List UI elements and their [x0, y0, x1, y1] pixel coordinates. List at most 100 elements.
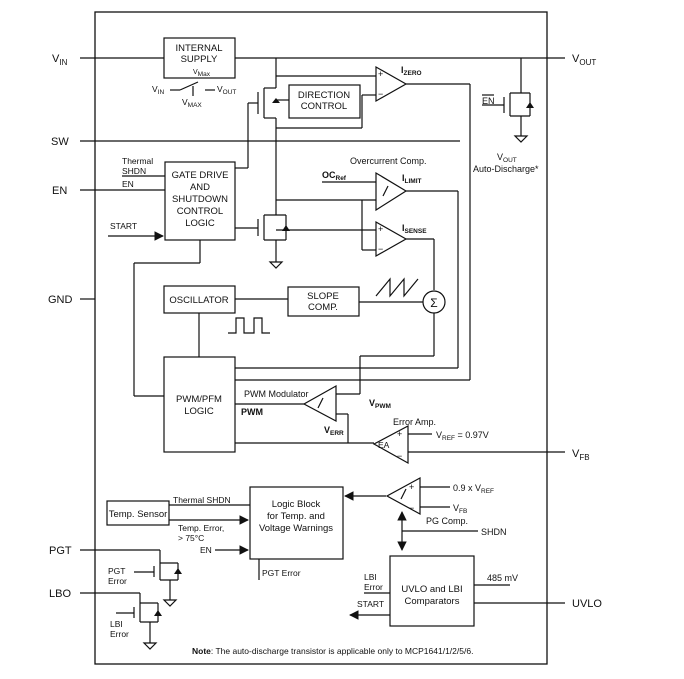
svg-text:PWM/PFM: PWM/PFM — [176, 394, 222, 405]
svg-text:EN: EN — [200, 545, 212, 555]
svg-text:OCRef: OCRef — [322, 170, 347, 182]
svg-text:485 mV: 485 mV — [487, 573, 518, 583]
svg-text:PWM: PWM — [241, 407, 263, 417]
svg-text:VFB: VFB — [453, 503, 467, 515]
svg-text:+: + — [378, 69, 383, 79]
svg-text:SUPPLY: SUPPLY — [181, 54, 218, 65]
svg-text:INTERNAL: INTERNAL — [176, 43, 223, 54]
svg-text:LOGIC: LOGIC — [184, 406, 214, 417]
pin-lbo: LBO — [49, 588, 140, 600]
pwm-logic-block: PWM/PFM LOGIC — [133, 240, 470, 453]
svg-text:GND: GND — [48, 294, 73, 306]
svg-text:> 75°C: > 75°C — [178, 533, 204, 543]
izero-comparator: + − IZERO — [276, 65, 471, 380]
svg-text:VFB: VFB — [572, 448, 590, 462]
svg-text:VERR: VERR — [324, 425, 344, 437]
svg-text:EN: EN — [52, 185, 67, 197]
svg-text:Error Amp.: Error Amp. — [393, 417, 436, 427]
svg-text:UVLO and LBI: UVLO and LBI — [401, 584, 462, 595]
svg-text:VOUT: VOUT — [497, 152, 517, 164]
svg-text:Comparators: Comparators — [405, 596, 460, 607]
svg-text:Temp. Sensor: Temp. Sensor — [109, 509, 168, 520]
svg-text:START: START — [110, 221, 137, 231]
svg-text:VOUT: VOUT — [217, 84, 236, 96]
lbo-transistor: LBI Error — [110, 593, 162, 650]
svg-text:Temp. Error,: Temp. Error, — [178, 523, 224, 533]
svg-text:VMax: VMax — [193, 69, 211, 78]
svg-text:LBI: LBI — [364, 572, 377, 582]
svg-text:CONTROL: CONTROL — [301, 101, 347, 112]
gate-drive-inputs: Thermal SHDN EN START — [108, 156, 165, 241]
logic-block: Logic Block for Temp. and Voltage Warnin… — [200, 486, 386, 580]
svg-text:+: + — [409, 482, 414, 492]
svg-text:LBO: LBO — [49, 588, 71, 600]
direction-control-block: DIRECTION CONTROL — [288, 84, 361, 119]
svg-text:SHUTDOWN: SHUTDOWN — [172, 194, 228, 205]
svg-text:Logic Block: Logic Block — [272, 499, 321, 510]
svg-text:−: − — [378, 89, 383, 99]
svg-text:VIN: VIN — [52, 53, 68, 67]
slope-comp-block: SLOPE COMP. — [235, 277, 423, 317]
auto-discharge-transistor: EN VOUT Auto-Discharge* — [473, 58, 539, 174]
pin-uvlo: UVLO — [474, 598, 602, 610]
vmax-selector-switch: VIN VOUT VMAX — [152, 81, 236, 109]
svg-text:Auto-Discharge*: Auto-Discharge* — [473, 164, 539, 174]
svg-text:PWM Modulator: PWM Modulator — [244, 389, 309, 399]
svg-text:PGT Error: PGT Error — [262, 568, 301, 578]
pin-pgt: PGT — [49, 545, 160, 557]
summing-junction: Σ — [359, 290, 446, 394]
svg-text:LOGIC: LOGIC — [185, 218, 215, 229]
svg-text:Thermal SHDN: Thermal SHDN — [173, 495, 231, 505]
pin-vout: VOUT — [235, 53, 596, 67]
error-amplifier: Error Amp. + − EA VREF = 0.97V — [235, 417, 489, 465]
footnote: Note: The auto-discharge transistor is a… — [192, 646, 473, 656]
svg-text:LBI: LBI — [110, 619, 123, 629]
svg-text:Error: Error — [110, 629, 129, 639]
svg-text:PG Comp.: PG Comp. — [426, 516, 468, 526]
pgt-transistor: PGT Error — [108, 550, 182, 607]
svg-text:SHDN: SHDN — [122, 166, 146, 176]
internal-supply-block: INTERNAL SUPPLY VMax — [163, 37, 236, 79]
pin-vfb: VFB — [408, 448, 590, 462]
oscillator-block: OSCILLATOR — [163, 285, 270, 334]
svg-text:ISENSE: ISENSE — [402, 223, 427, 235]
chip-outline — [94, 11, 548, 665]
svg-text:AND: AND — [190, 182, 210, 193]
svg-text:UVLO: UVLO — [572, 598, 602, 610]
svg-text:GATE DRIVE: GATE DRIVE — [172, 170, 229, 181]
svg-text:Error: Error — [364, 582, 383, 592]
svg-text:START: START — [357, 599, 384, 609]
current-sense-amp: + − ISENSE — [361, 200, 435, 290]
svg-text:VOUT: VOUT — [572, 53, 596, 67]
svg-text:for Temp. and: for Temp. and — [267, 511, 325, 522]
gate-drive-block: GATE DRIVE AND SHUTDOWN CONTROL LOGIC — [164, 161, 236, 241]
svg-text:OSCILLATOR: OSCILLATOR — [169, 295, 228, 306]
svg-text:+: + — [397, 429, 402, 439]
uvlo-lbi-block: UVLO and LBI Comparators 485 mV LBI Erro… — [349, 555, 518, 627]
svg-text:−: − — [378, 244, 383, 254]
svg-text:VPWM: VPWM — [369, 398, 391, 410]
pin-gnd: GND — [48, 294, 95, 306]
overcurrent-comparator: Overcurrent Comp. OCRef ILIMIT — [322, 156, 459, 368]
low-side-mosfet — [235, 141, 376, 269]
svg-text:ILIMIT: ILIMIT — [402, 173, 422, 185]
svg-text:SW: SW — [51, 136, 69, 148]
svg-text:SHDN: SHDN — [481, 527, 507, 537]
pin-en: EN — [52, 185, 165, 197]
svg-text:0.9 x VREF: 0.9 x VREF — [453, 483, 494, 495]
svg-text:Error: Error — [108, 576, 127, 586]
svg-text:VREF = 0.97V: VREF = 0.97V — [436, 430, 489, 442]
svg-text:EN: EN — [122, 179, 134, 189]
svg-text:−: − — [409, 503, 414, 513]
temp-sensor-block: Temp. Sensor Thermal SHDN Temp. Error, >… — [106, 495, 250, 543]
svg-text:+: + — [378, 224, 383, 234]
svg-text:PGT: PGT — [108, 566, 125, 576]
svg-text:Σ: Σ — [430, 296, 437, 310]
svg-text:Voltage Warnings: Voltage Warnings — [259, 523, 333, 534]
svg-text:COMP.: COMP. — [308, 302, 338, 313]
pin-vin: VIN — [52, 53, 164, 67]
svg-text:CONTROL: CONTROL — [177, 206, 223, 217]
svg-text:SLOPE: SLOPE — [307, 291, 339, 302]
svg-text:Thermal: Thermal — [122, 156, 153, 166]
